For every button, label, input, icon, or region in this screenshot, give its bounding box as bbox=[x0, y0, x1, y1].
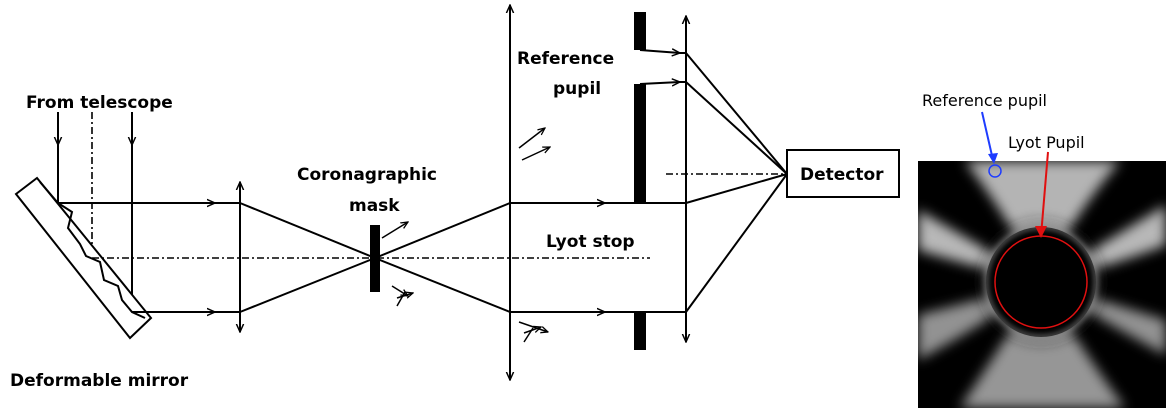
detector-box bbox=[786, 149, 900, 198]
diffracted-light-arrows bbox=[381, 222, 413, 307]
coronagraphic-mask-label-line1: Coronagraphic bbox=[297, 165, 437, 185]
reference-pupil-label-line2: pupil bbox=[553, 79, 601, 99]
lyot-pupil-image-label: Lyot Pupil bbox=[1008, 133, 1085, 152]
reference-pupil-label-line1: Reference bbox=[517, 49, 614, 69]
from-telescope-label: From telescope bbox=[26, 93, 173, 113]
lyot-stop bbox=[634, 12, 646, 350]
collimated-beam-2 bbox=[510, 203, 686, 312]
focusing-beam bbox=[239, 202, 376, 313]
lyot-pupil-marker bbox=[994, 151, 1088, 329]
detector-image-panel bbox=[918, 161, 1166, 408]
deformable-mirror-label: Deformable mirror bbox=[10, 371, 189, 391]
reference-pupil-image-label: Reference pupil bbox=[922, 91, 1047, 110]
reference-pupil-beams bbox=[639, 50, 686, 84]
reference-pupil-marker bbox=[981, 111, 1002, 178]
lyot-stop-label: Lyot stop bbox=[546, 232, 635, 252]
diverging-beam bbox=[374, 202, 511, 313]
scattered-light-arrows bbox=[518, 128, 550, 343]
coronagraphic-mask-label-line2: mask bbox=[349, 196, 400, 216]
incoming-rays bbox=[58, 112, 132, 312]
detector-beams bbox=[666, 52, 788, 313]
detector-label: Detector bbox=[800, 165, 884, 185]
deformable-mirror bbox=[14, 176, 153, 340]
